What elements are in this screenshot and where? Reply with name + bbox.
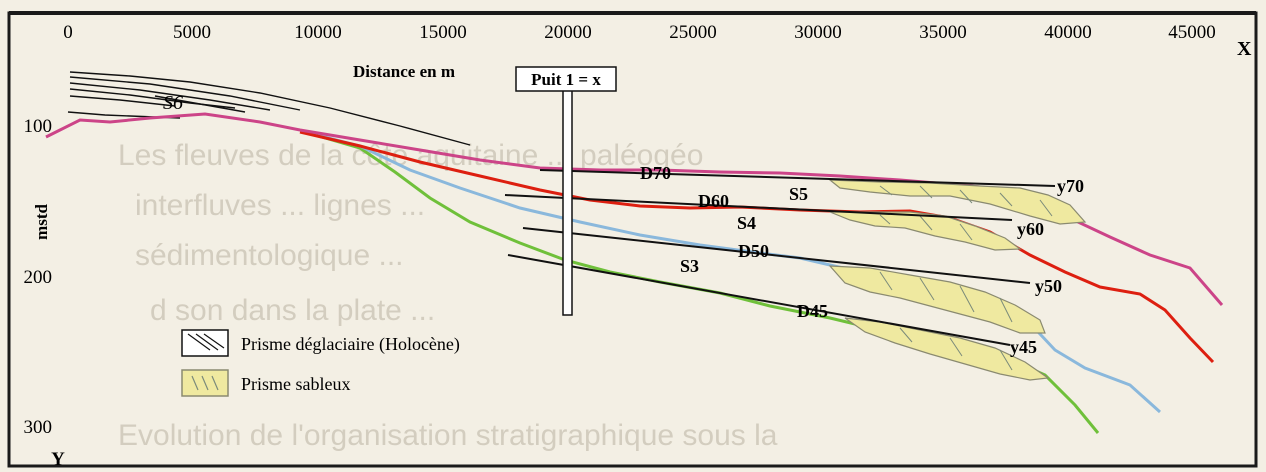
- label-y50: y50: [1035, 276, 1062, 296]
- label-y60: y60: [1017, 219, 1044, 239]
- deglacial-line: [69, 82, 271, 111]
- sand-hatch: [879, 185, 893, 196]
- x-tick-label: 0: [63, 22, 73, 43]
- correlation-lines: [504, 169, 1056, 346]
- sand-hatch: [959, 223, 973, 241]
- sandy-prisms: [828, 179, 1087, 381]
- legend-hatch-line: [203, 333, 225, 349]
- x-tick-label: 15000: [419, 22, 467, 43]
- x-tick-label: 5000: [173, 22, 211, 43]
- x-tick-label: 40000: [1044, 22, 1092, 43]
- sand-hatch: [919, 215, 933, 231]
- label-s4: S4: [737, 213, 756, 233]
- legend: Prisme déglaciaire (Holocène) Prisme sab…: [181, 329, 460, 397]
- y-tick-label: 300: [24, 417, 53, 438]
- label-d45: D45: [797, 301, 828, 321]
- legend-hatch-line: [187, 333, 211, 351]
- deglacial-line: [154, 95, 246, 113]
- sand-hatch: [999, 349, 1013, 371]
- legend-swatch-deglacial: [181, 329, 229, 357]
- line-d50-y50: [522, 227, 1031, 284]
- sand-hatch: [959, 285, 975, 313]
- label-s6: S6: [163, 92, 183, 114]
- label-s5: S5: [789, 184, 808, 204]
- sand-hatch: [959, 189, 973, 204]
- well-label: Puit 1 = x: [531, 70, 601, 89]
- well-column: [562, 69, 573, 316]
- sand-hatching: [879, 185, 1053, 371]
- x-tick-label: 35000: [919, 22, 967, 43]
- deglacial-line: [69, 95, 176, 107]
- legend-hatch-icon: [187, 333, 225, 351]
- legend-hatch-line: [201, 375, 209, 391]
- legend-item-deglacial: Prisme déglaciaire (Holocène): [181, 329, 460, 357]
- x-tick-label: 45000: [1168, 22, 1216, 43]
- sand-hatch: [1039, 199, 1053, 217]
- x-tick-label: 25000: [669, 22, 717, 43]
- sand-hatch: [999, 297, 1013, 323]
- ghost-line-4: d son dans la plate ...: [150, 294, 435, 327]
- x-axis: 0 5000 10000 15000 20000 25000 30000 350…: [63, 22, 1252, 60]
- y-tick-label: 200: [24, 267, 53, 288]
- y-axis: 100 200 300 Y mstd: [24, 116, 66, 470]
- label-d50: D50: [738, 241, 769, 261]
- ghost-line-2: interfluves ... lignes ...: [135, 189, 425, 222]
- deglacial-line: [69, 88, 236, 109]
- label-s3: S3: [680, 256, 699, 276]
- legend-label-deglacial: Prisme déglaciaire (Holocène): [241, 334, 460, 355]
- label-d70: D70: [640, 163, 671, 183]
- deglacial-line: [69, 71, 471, 146]
- sand-hatch: [879, 271, 893, 291]
- deglacial-line: [69, 76, 301, 111]
- line-d60-y60: [504, 194, 1013, 221]
- label-y70: y70: [1057, 176, 1084, 196]
- sand-hatch: [919, 185, 933, 199]
- ghost-line-5: Evolution de l'organisation stratigraphi…: [118, 419, 778, 452]
- sandy-prism-d45: [844, 317, 1050, 381]
- ghost-line-1: Les fleuves de la côte aquitaine ... pal…: [118, 139, 703, 172]
- sand-hatch: [879, 214, 891, 225]
- surface-labels: D70 D60 D50 D45 S5 S4 S3 y70 y60 y50 y45: [640, 163, 1084, 357]
- label-d60: D60: [698, 191, 729, 211]
- x-tick-label: 30000: [794, 22, 842, 43]
- line-d45-y45: [507, 254, 1011, 346]
- sandy-prism-s4: [829, 211, 1022, 251]
- sandy-prism-s3: [828, 265, 1046, 334]
- legend-sand-hatch-icon: [191, 375, 219, 391]
- distance-label: Distance en m: [353, 62, 455, 81]
- sand-hatch: [919, 277, 935, 301]
- x-tick-label: 20000: [544, 22, 592, 43]
- deglacial-prism: [67, 71, 471, 146]
- green-surface: [304, 130, 1100, 434]
- bleed-through-text: Les fleuves de la côte aquitaine ... pal…: [118, 139, 778, 452]
- legend-item-sandy: Prisme sableux: [181, 369, 351, 397]
- legend-label-sandy: Prisme sableux: [241, 374, 351, 394]
- ghost-line-3: sédimentologique ...: [135, 239, 404, 272]
- x-axis-letter: X: [1237, 38, 1252, 60]
- y-axis-letter: Y: [51, 449, 65, 470]
- sand-hatch: [949, 337, 963, 357]
- y-tick-label: 100: [24, 116, 53, 137]
- sand-hatch: [899, 327, 913, 343]
- label-y45: y45: [1010, 337, 1037, 357]
- well-label-box: [515, 66, 617, 92]
- line-d70-y70: [539, 169, 1056, 187]
- legend-hatch-line: [191, 375, 199, 391]
- sand-hatch: [999, 192, 1013, 207]
- legend-hatch-line: [195, 333, 219, 351]
- y-axis-label: mstd: [32, 204, 51, 240]
- legend-hatch-line: [211, 375, 219, 391]
- x-tick-label: 10000: [294, 22, 342, 43]
